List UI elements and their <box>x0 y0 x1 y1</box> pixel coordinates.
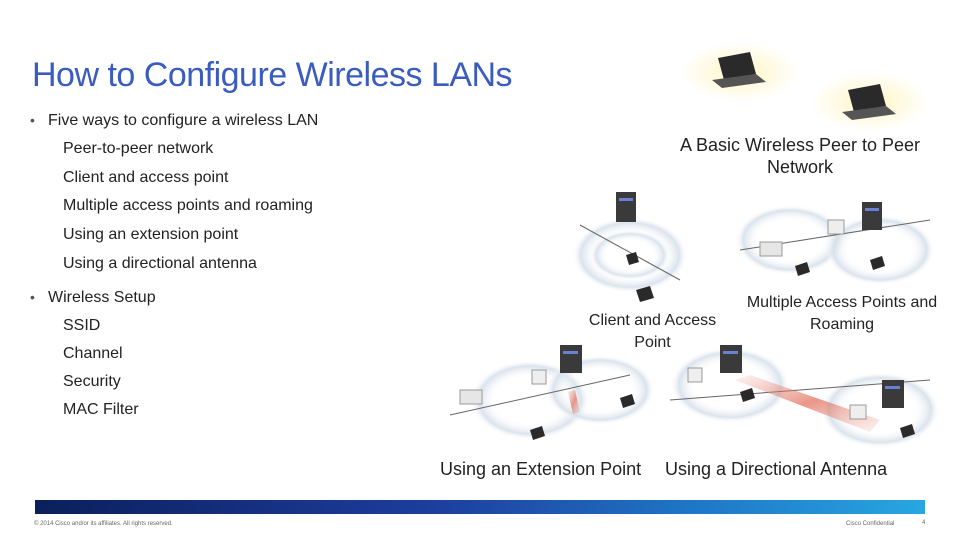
sub-bullet: Channel <box>63 345 123 362</box>
sub-bullet: Client and access point <box>63 169 229 186</box>
caption-extension-point: Using an Extension Point <box>440 459 642 479</box>
peer-laptop-icon <box>810 72 930 132</box>
bullet-item: • Five ways to configure a wireless LAN <box>30 112 318 130</box>
bullet-item: • Wireless Setup <box>30 289 156 307</box>
caption-directional-antenna: Using a Directional Antenna <box>665 459 888 479</box>
footer-confidential: Cisco Confidential <box>846 521 895 527</box>
caption-client-access-point: Client and Access Point <box>588 312 717 351</box>
footer-copyright: © 2014 Cisco and/or its affiliates. All … <box>34 521 173 527</box>
caption-multiple-access-points: Multiple Access Points and Roaming <box>746 294 938 333</box>
sub-bullet: Multiple access points and roaming <box>63 197 313 214</box>
sub-bullet: Using a directional antenna <box>63 255 257 272</box>
caption-peer-to-peer: A Basic Wireless Peer to Peer Network <box>679 135 921 177</box>
sub-bullet: MAC Filter <box>63 401 139 418</box>
directional-antenna-illustration <box>669 345 940 448</box>
wireless-topology-diagram <box>449 42 940 448</box>
multi-ap-illustration <box>735 202 935 285</box>
sub-bullet: SSID <box>63 317 101 334</box>
bullet-glyph: • <box>30 112 35 128</box>
sub-bullet: Using an extension point <box>63 226 239 243</box>
peer-laptop-icon <box>680 42 800 102</box>
extension-point-illustration <box>449 345 655 440</box>
footer-gradient-bar <box>35 500 925 514</box>
bullet-text: Five ways to configure a wireless LAN <box>48 112 319 129</box>
sub-bullet: Peer-to-peer network <box>63 140 214 157</box>
sub-bullet: Security <box>63 373 121 390</box>
page-number: 4 <box>922 520 926 526</box>
client-ap-illustration <box>572 192 688 302</box>
bullet-glyph: • <box>30 289 35 305</box>
slide-title: How to Configure Wireless LANs <box>32 56 513 94</box>
bullet-text: Wireless Setup <box>48 289 156 306</box>
